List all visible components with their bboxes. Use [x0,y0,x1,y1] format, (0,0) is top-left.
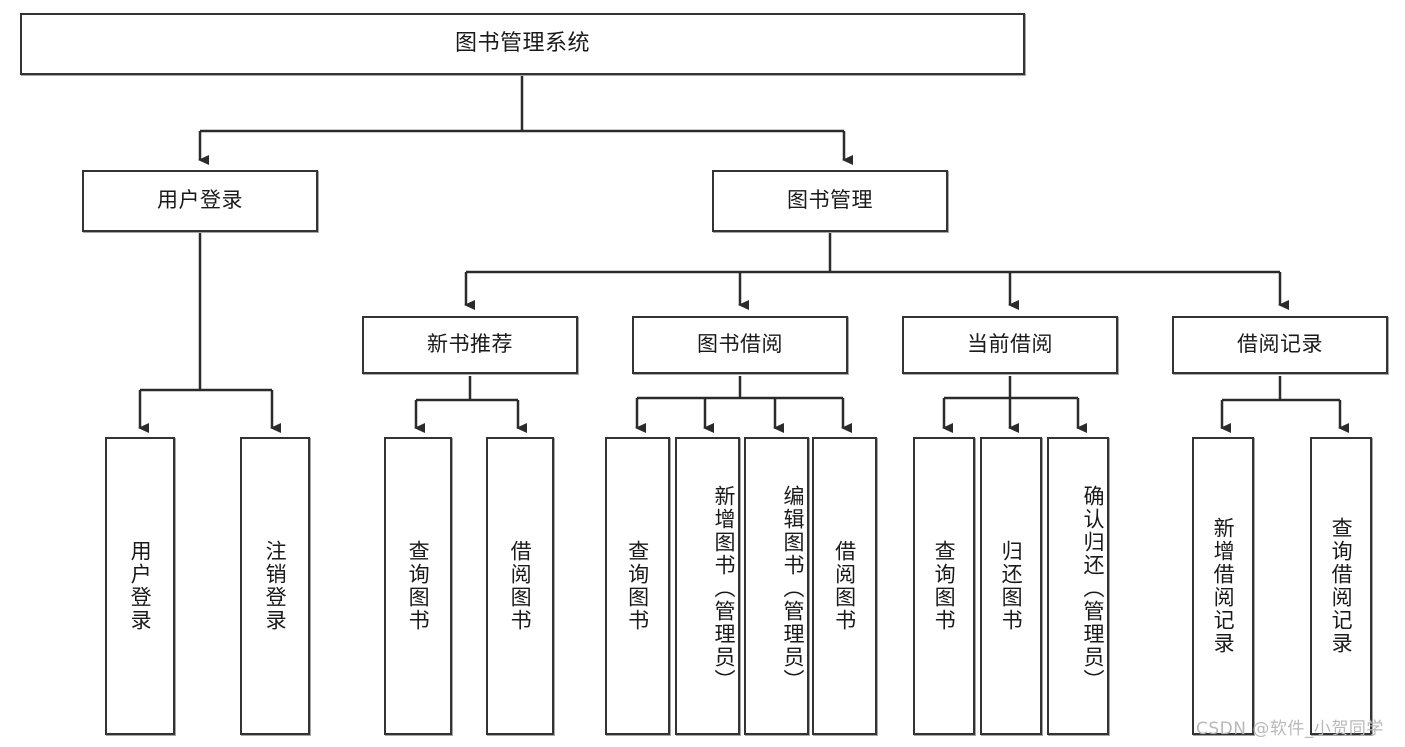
node-label: 查询图书 [932,540,957,632]
node-borrowing-record[interactable]: 借阅记录 [1172,316,1388,374]
node-label: 图书管理系统 [454,30,590,56]
node-current-borrowing[interactable]: 当前借阅 [902,316,1118,374]
node-label: 确认归还（管理员） [1081,484,1105,692]
node-label: 图书管理 [787,188,873,213]
leaf-add-book-admin[interactable]: 新增图书（管理员） [675,437,740,735]
leaf-edit-book-admin[interactable]: 编辑图书（管理员） [744,437,809,735]
node-label: 新书推荐 [427,332,513,357]
node-label: 借阅记录 [1237,332,1323,357]
leaf-user-login[interactable]: 用户登录 [105,437,175,735]
node-label: 编辑图书（管理员） [781,484,805,692]
node-label: 新增图书（管理员） [712,484,736,692]
leaf-confirm-return-admin[interactable]: 确认归还（管理员） [1047,437,1109,735]
node-label: 新增借阅记录 [1211,517,1236,655]
leaf-query-books-recommend[interactable]: 查询图书 [384,437,452,735]
node-label: 当前借阅 [967,332,1053,357]
leaf-logout-login[interactable]: 注销登录 [240,437,310,735]
node-new-book-recommendation[interactable]: 新书推荐 [362,316,578,374]
node-label: 注销登录 [263,540,288,632]
node-label: 查询借阅记录 [1329,517,1354,655]
leaf-add-borrow-record[interactable]: 新增借阅记录 [1192,437,1254,735]
watermark-text: CSDN @软件_小贺同学 [1196,719,1384,739]
node-label: 查询图书 [625,540,650,632]
leaf-borrow-books[interactable]: 借阅图书 [812,437,877,735]
node-user-login[interactable]: 用户登录 [82,170,318,232]
node-book-borrowing[interactable]: 图书借阅 [632,316,848,374]
node-root-book-management-system[interactable]: 图书管理系统 [20,13,1025,75]
node-book-management[interactable]: 图书管理 [712,170,948,232]
node-label: 图书借阅 [697,332,783,357]
node-label: 用户登录 [157,188,243,213]
watermark-csdn: CSDN @软件_小贺同学 [1196,714,1384,739]
node-label: 用户登录 [128,540,153,632]
leaf-return-books[interactable]: 归还图书 [980,437,1042,735]
node-label: 借阅图书 [508,540,533,632]
leaf-borrow-books-recommend[interactable]: 借阅图书 [486,437,554,735]
node-label: 归还图书 [999,540,1024,632]
node-label: 借阅图书 [832,540,857,632]
leaf-query-books-current[interactable]: 查询图书 [913,437,975,735]
leaf-query-borrow-record[interactable]: 查询借阅记录 [1310,437,1372,735]
node-label: 查询图书 [406,540,431,632]
leaf-query-books-borrow[interactable]: 查询图书 [605,437,670,735]
